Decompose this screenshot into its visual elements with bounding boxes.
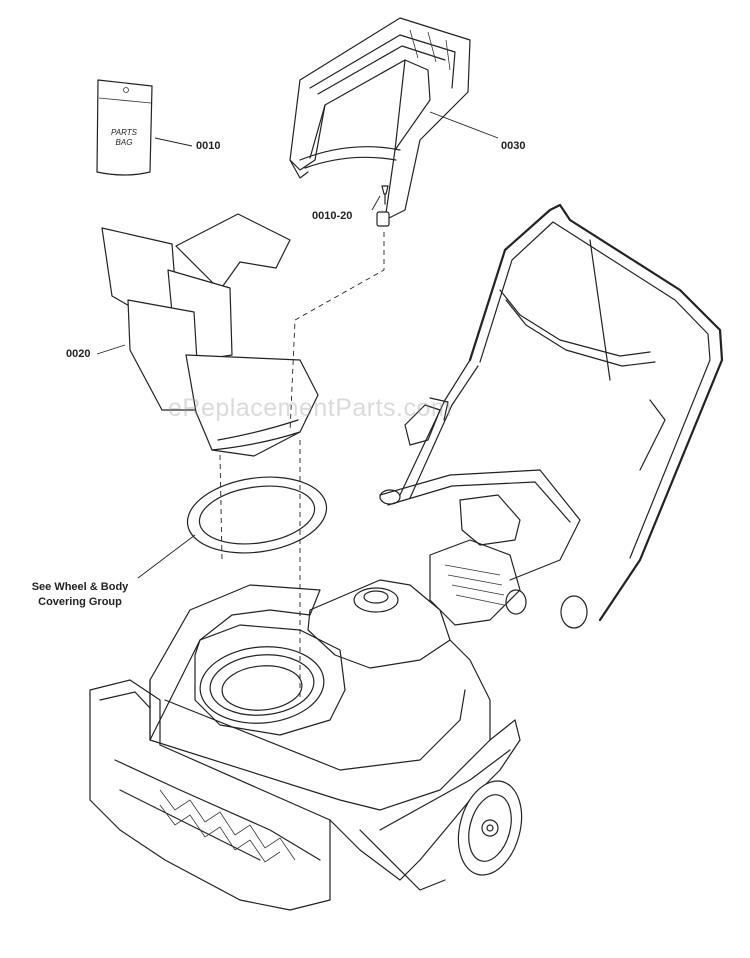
chute-handle-0030 (289, 17, 471, 227)
callout-0010: 0010 (196, 140, 221, 152)
watermark: eReplacementParts.com (168, 394, 453, 422)
snow-thrower-body (89, 203, 724, 911)
ring-gasket (186, 476, 328, 554)
callout-0030: 0030 (501, 140, 526, 152)
callout-0020: 0020 (66, 348, 91, 360)
parts-bag-0010 (96, 79, 153, 176)
note-line-1: See Wheel & Body (31, 581, 129, 593)
parts-bag-label: PARTS BAG (99, 128, 149, 147)
leader-lines (96, 111, 499, 700)
callout-0010-20: 0010-20 (312, 210, 353, 222)
note-line-2: Covering Group (38, 595, 122, 608)
discharge-chute-0020 (101, 213, 319, 457)
parts-bag-line-1: PARTS (111, 128, 137, 137)
screw-0010-20 (381, 185, 389, 205)
see-wheel-body-note: See Wheel & Body Covering Group (10, 580, 150, 610)
parts-bag-line-2: BAG (115, 137, 133, 147)
